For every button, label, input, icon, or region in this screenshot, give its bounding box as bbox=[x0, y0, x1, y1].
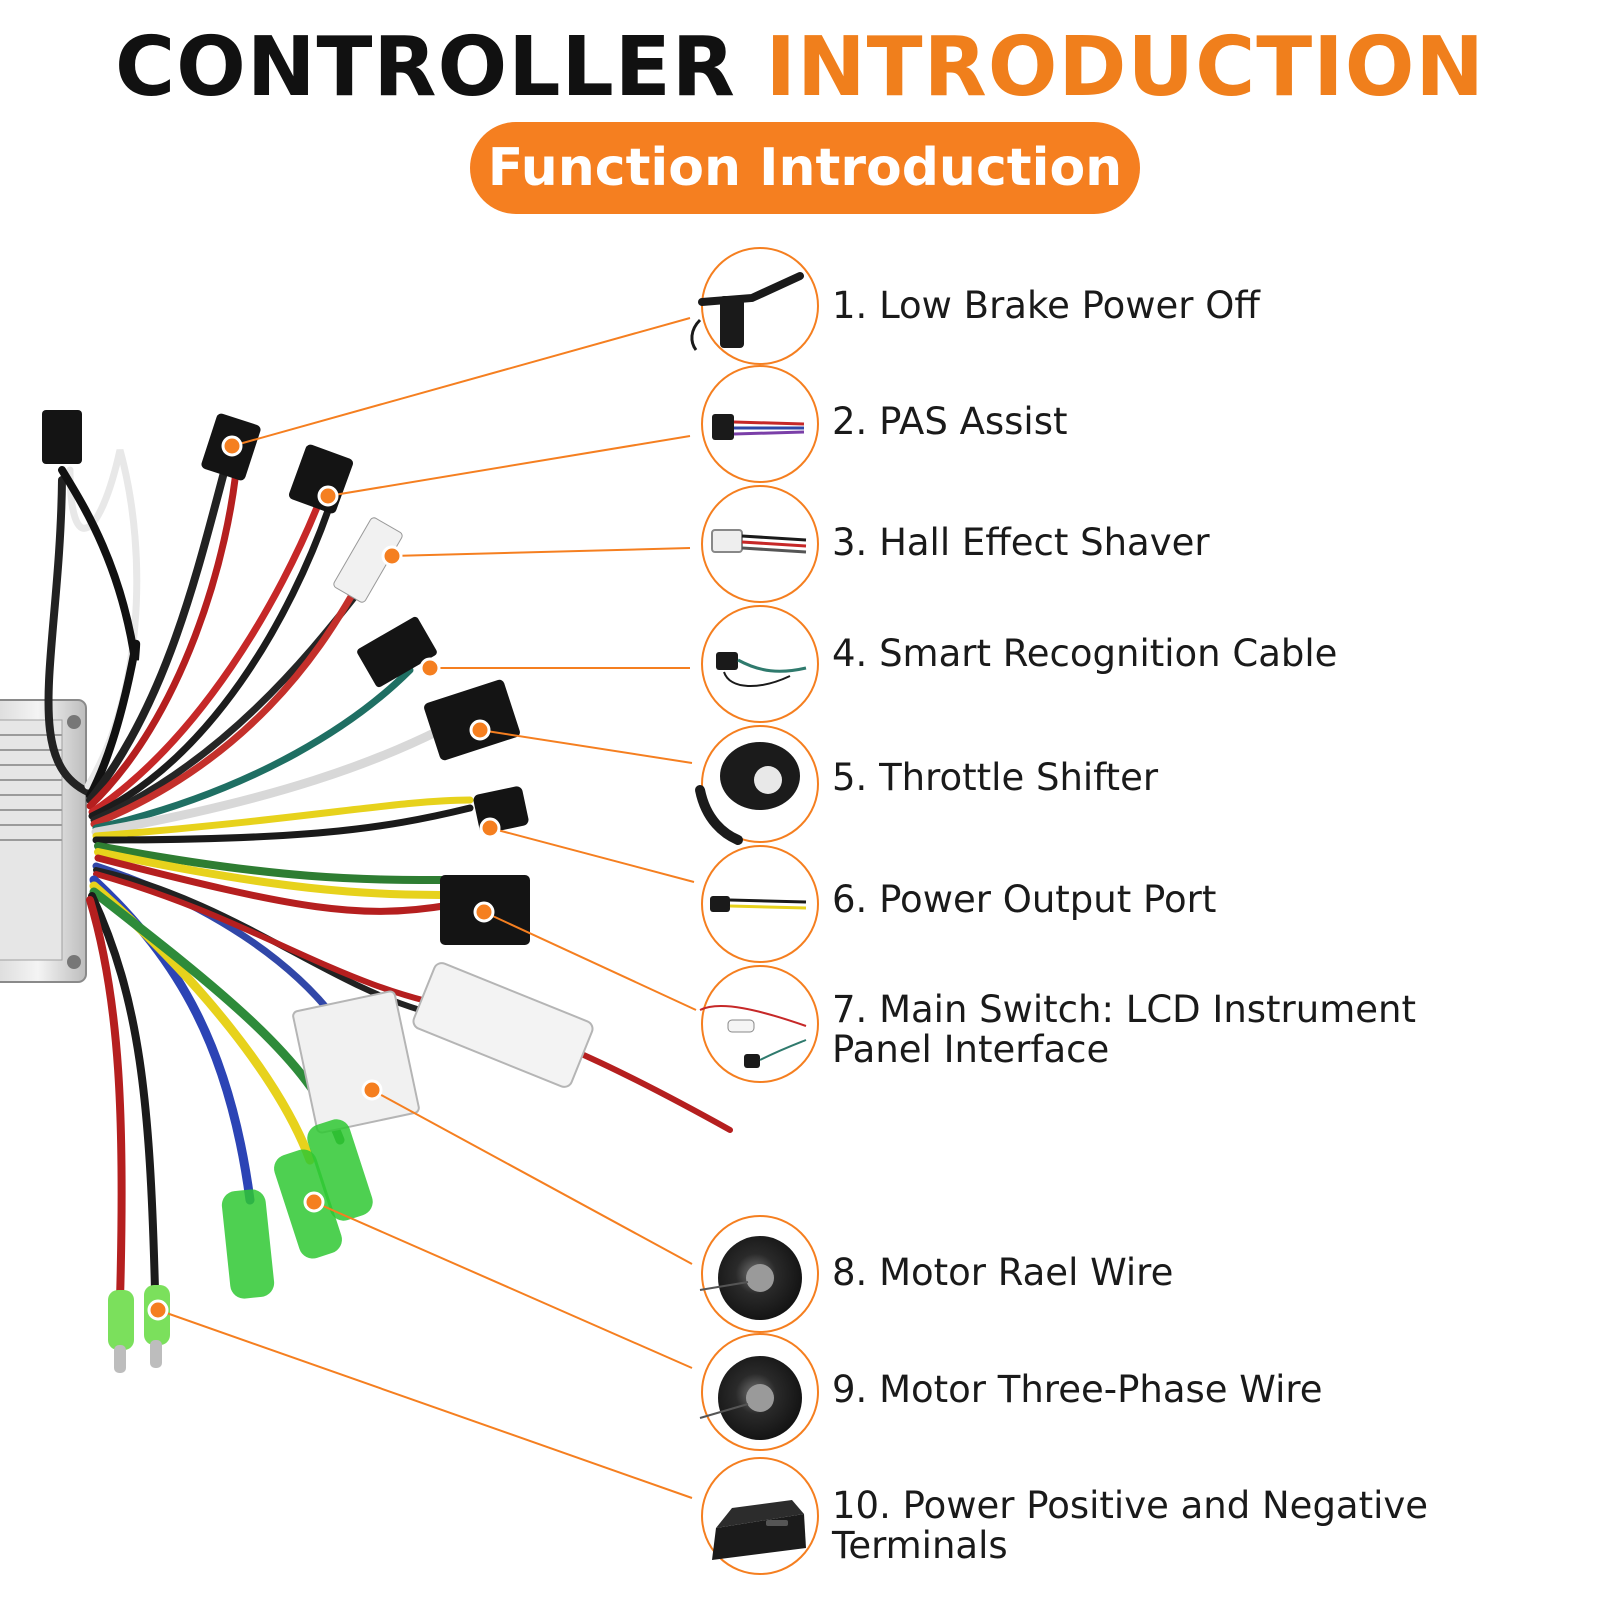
brake-lever-icon bbox=[690, 272, 804, 351]
leader-lines bbox=[157, 317, 697, 1499]
lcd-switch-cable-icon bbox=[699, 1004, 807, 1068]
hub-motor-icon bbox=[699, 1236, 802, 1440]
controller-housing bbox=[0, 699, 87, 983]
power-output-connector-icon bbox=[710, 896, 807, 912]
function-label-3: 3. Hall Effect Shaver bbox=[832, 521, 1210, 564]
thumb-throttle-icon bbox=[695, 742, 800, 845]
subtitle-badge: Function Introduction bbox=[470, 122, 1140, 214]
battery-pack-icon bbox=[712, 1500, 806, 1560]
function-label-6: 6. Power Output Port bbox=[832, 878, 1217, 921]
wire-bundle bbox=[44, 446, 733, 1304]
function-label-9: 9. Motor Three-Phase Wire bbox=[832, 1368, 1323, 1411]
function-label-4: 4. Smart Recognition Cable bbox=[832, 632, 1338, 675]
title-word-controller: CONTROLLER bbox=[114, 20, 736, 115]
hall-connector-icon bbox=[711, 529, 807, 554]
icon-circle-6 bbox=[701, 845, 819, 963]
title-word-introduction: INTRODUCTION bbox=[765, 20, 1486, 115]
recognition-cable-icon bbox=[716, 652, 807, 687]
icon-circle-1 bbox=[701, 247, 819, 365]
icon-circle-4 bbox=[701, 605, 819, 723]
function-label-7: 7. Main Switch: LCD Instrument Panel Int… bbox=[832, 988, 1416, 1071]
function-label-2: 2. PAS Assist bbox=[832, 400, 1068, 443]
page-title: CONTROLLER INTRODUCTION bbox=[0, 18, 1600, 118]
function-label-8: 8. Motor Rael Wire bbox=[832, 1251, 1174, 1294]
pas-connector-icon bbox=[712, 414, 805, 440]
function-label-10: 10. Power Positive and Negative Terminal… bbox=[832, 1484, 1429, 1567]
icon-circle-7 bbox=[701, 965, 819, 1083]
function-label-1: 1. Low Brake Power Off bbox=[832, 284, 1260, 327]
function-label-5: 5. Throttle Shifter bbox=[832, 756, 1159, 799]
connector-markers bbox=[147, 435, 501, 1321]
